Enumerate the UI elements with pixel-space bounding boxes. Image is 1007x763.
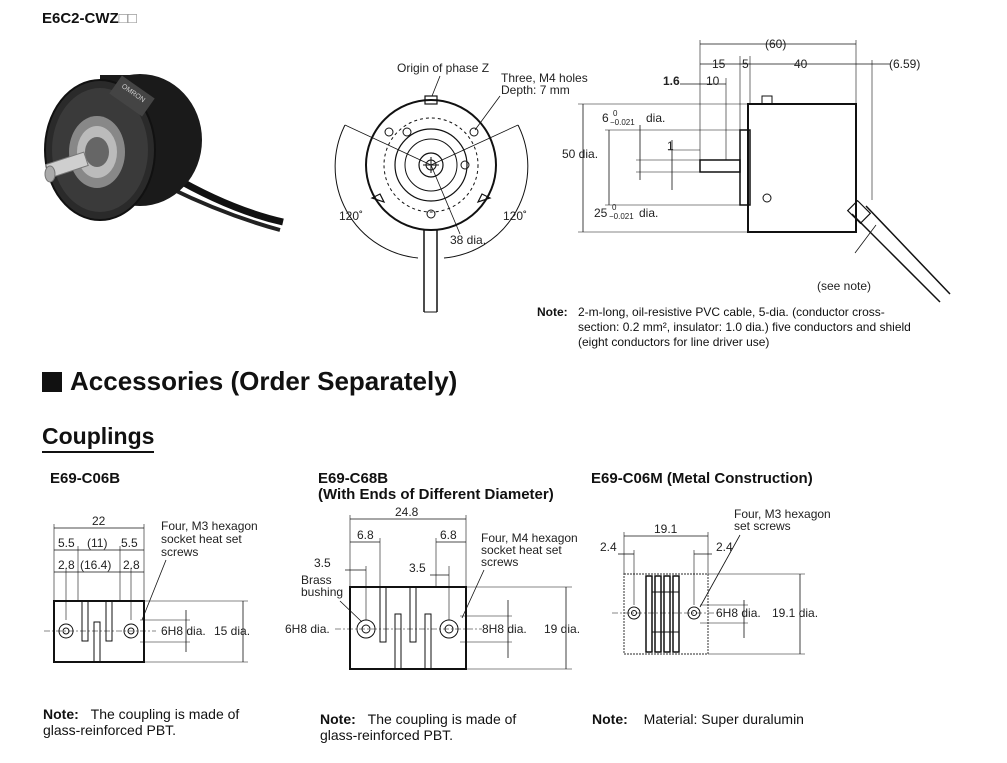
c06b-dim-55b: 5.5 <box>121 536 138 550</box>
side-dim-10: 10 <box>706 74 720 88</box>
c68b-brass-line1: Brass <box>301 573 332 587</box>
encoder-front-view <box>334 75 529 313</box>
c06b-note-line1: The coupling is made of <box>90 706 240 722</box>
c06b-dim-6h8: 6H8 dia. <box>161 624 206 638</box>
side-dia-6: dia. <box>646 111 665 125</box>
encoder-side-view <box>578 40 951 303</box>
side-tol-6-top: 0 <box>613 109 618 118</box>
c06b-note-line2: glass-reinforced PBT. <box>43 722 177 738</box>
c06b-dim-164: (16.4) <box>80 558 111 572</box>
c06b-note: Note: The coupling is made of glass-rein… <box>43 706 239 738</box>
side-dim-40: 40 <box>794 57 808 71</box>
c68b-dim-19: 19 dia. <box>544 622 580 636</box>
c06b-screw-line3: screws <box>161 545 198 559</box>
c68b-note-line1: The coupling is made of <box>367 711 517 727</box>
front-diameter-label: 38 dia. <box>450 233 486 247</box>
c06m-note-text: Material: Super duralumin <box>643 711 804 727</box>
c06b-dim-15: 15 dia. <box>214 624 250 638</box>
c06m-dim-24b: 2.4 <box>716 540 733 554</box>
side-tol-25-top: 0 <box>612 203 617 212</box>
c68b-screw-line2: socket heat set <box>481 543 562 557</box>
c06b-dim-22: 22 <box>92 514 106 528</box>
c06m-dim-191b: 19.1 dia. <box>772 606 818 620</box>
c68b-dim-8h8: 8H8 dia. <box>482 622 527 636</box>
side-tol-25-bottom: −0.021 <box>609 212 634 221</box>
side-dim-6: 6 <box>602 111 609 125</box>
c68b-dim-248: 24.8 <box>395 505 419 519</box>
origin-phase-z-label: Origin of phase Z <box>397 61 489 75</box>
c06m-dim-191a: 19.1 <box>654 522 678 536</box>
holes-label: Three, M4 holes <box>501 71 588 85</box>
side-dim-5: 5 <box>742 57 749 71</box>
accessories-title: Accessories (Order Separately) <box>70 366 458 396</box>
product-model-heading: E6C2-CWZ□□ <box>42 10 137 27</box>
see-note-label: (see note) <box>817 279 871 293</box>
side-dia-25: dia. <box>639 206 658 220</box>
side-dim-16: 1.6 <box>663 74 680 88</box>
c06m-dim-24a: 2.4 <box>600 540 617 554</box>
side-dim-659: (6.59) <box>889 57 920 71</box>
side-dim-15: 15 <box>712 57 726 71</box>
c06m-model-title: E69-C06M (Metal Construction) <box>591 470 813 487</box>
coupling-c68b-drawing <box>335 515 572 670</box>
angle-right-label: 120˚ <box>503 209 527 223</box>
c06b-dim-28a: 2.8 <box>58 558 75 572</box>
section-square-icon <box>42 371 62 392</box>
c68b-note-label: Note: <box>320 711 356 727</box>
c68b-note-line2: glass-reinforced PBT. <box>320 727 454 743</box>
side-dim-25: 25 <box>594 206 608 220</box>
c68b-dim-35b: 3.5 <box>409 561 426 575</box>
c68b-dim-35a: 3.5 <box>314 556 331 570</box>
c06b-dim-55a: 5.5 <box>58 536 75 550</box>
c06m-dim-6h8: 6H8 dia. <box>716 606 761 620</box>
coupling-c06m-drawing <box>612 532 805 655</box>
accessories-heading: Accessories (Order Separately) <box>42 366 457 397</box>
c68b-brass-line2: bushing <box>301 585 343 599</box>
angle-left-label: 120˚ <box>339 209 363 223</box>
c06m-note: Note: Material: Super duralumin <box>592 711 804 727</box>
c06b-screw-line2: socket heat set <box>161 532 242 546</box>
side-dim-1: 1 <box>667 139 674 153</box>
model-code: E6C2-CWZ <box>42 10 119 27</box>
c06b-screw-line1: Four, M3 hexagon <box>161 519 258 533</box>
encoder-note-line1: 2-m-long, oil-resistive PVC cable, 5-dia… <box>578 305 885 319</box>
side-tol-6-bottom: −0.021 <box>610 118 635 127</box>
c06m-note-label: Note: <box>592 711 628 727</box>
c06b-model-title: E69-C06B <box>50 470 121 487</box>
c06b-note-label: Note: <box>43 706 79 722</box>
couplings-heading: Couplings <box>42 423 155 453</box>
c68b-dim-68b: 6.8 <box>440 528 457 542</box>
side-dim-50: 50 dia. <box>562 147 598 161</box>
encoder-note-line2: section: 0.2 mm², insulator: 1.0 dia.) f… <box>578 320 911 334</box>
c06m-screw-line1: Four, M3 hexagon <box>734 507 831 521</box>
encoder-note-label: Note: <box>537 305 568 319</box>
c06m-screw-line2: set screws <box>734 519 791 533</box>
c06b-dim-11: (11) <box>87 536 107 550</box>
model-suffix: □□ <box>118 10 137 27</box>
c68b-dim-68a: 6.8 <box>357 528 374 542</box>
c68b-screw-line3: screws <box>481 555 518 569</box>
c68b-model-title: E69-C68B <box>318 470 389 487</box>
depth-label: Depth: 7 mm <box>501 83 570 97</box>
c68b-dim-6h8: 6H8 dia. <box>285 622 330 636</box>
coupling-c06b-drawing <box>44 524 248 663</box>
side-dim-60: (60) <box>765 37 786 51</box>
c06b-dim-28b: 2.8 <box>123 558 140 572</box>
encoder-note: Note: 2-m-long, oil-resistive PVC cable,… <box>537 305 977 350</box>
encoder-note-line3: (eight conductors for line driver use) <box>578 335 770 349</box>
c68b-note: Note: The coupling is made of glass-rein… <box>320 711 516 743</box>
c68b-model-subtitle: (With Ends of Different Diameter) <box>318 486 554 503</box>
c68b-screw-line1: Four, M4 hexagon <box>481 531 578 545</box>
